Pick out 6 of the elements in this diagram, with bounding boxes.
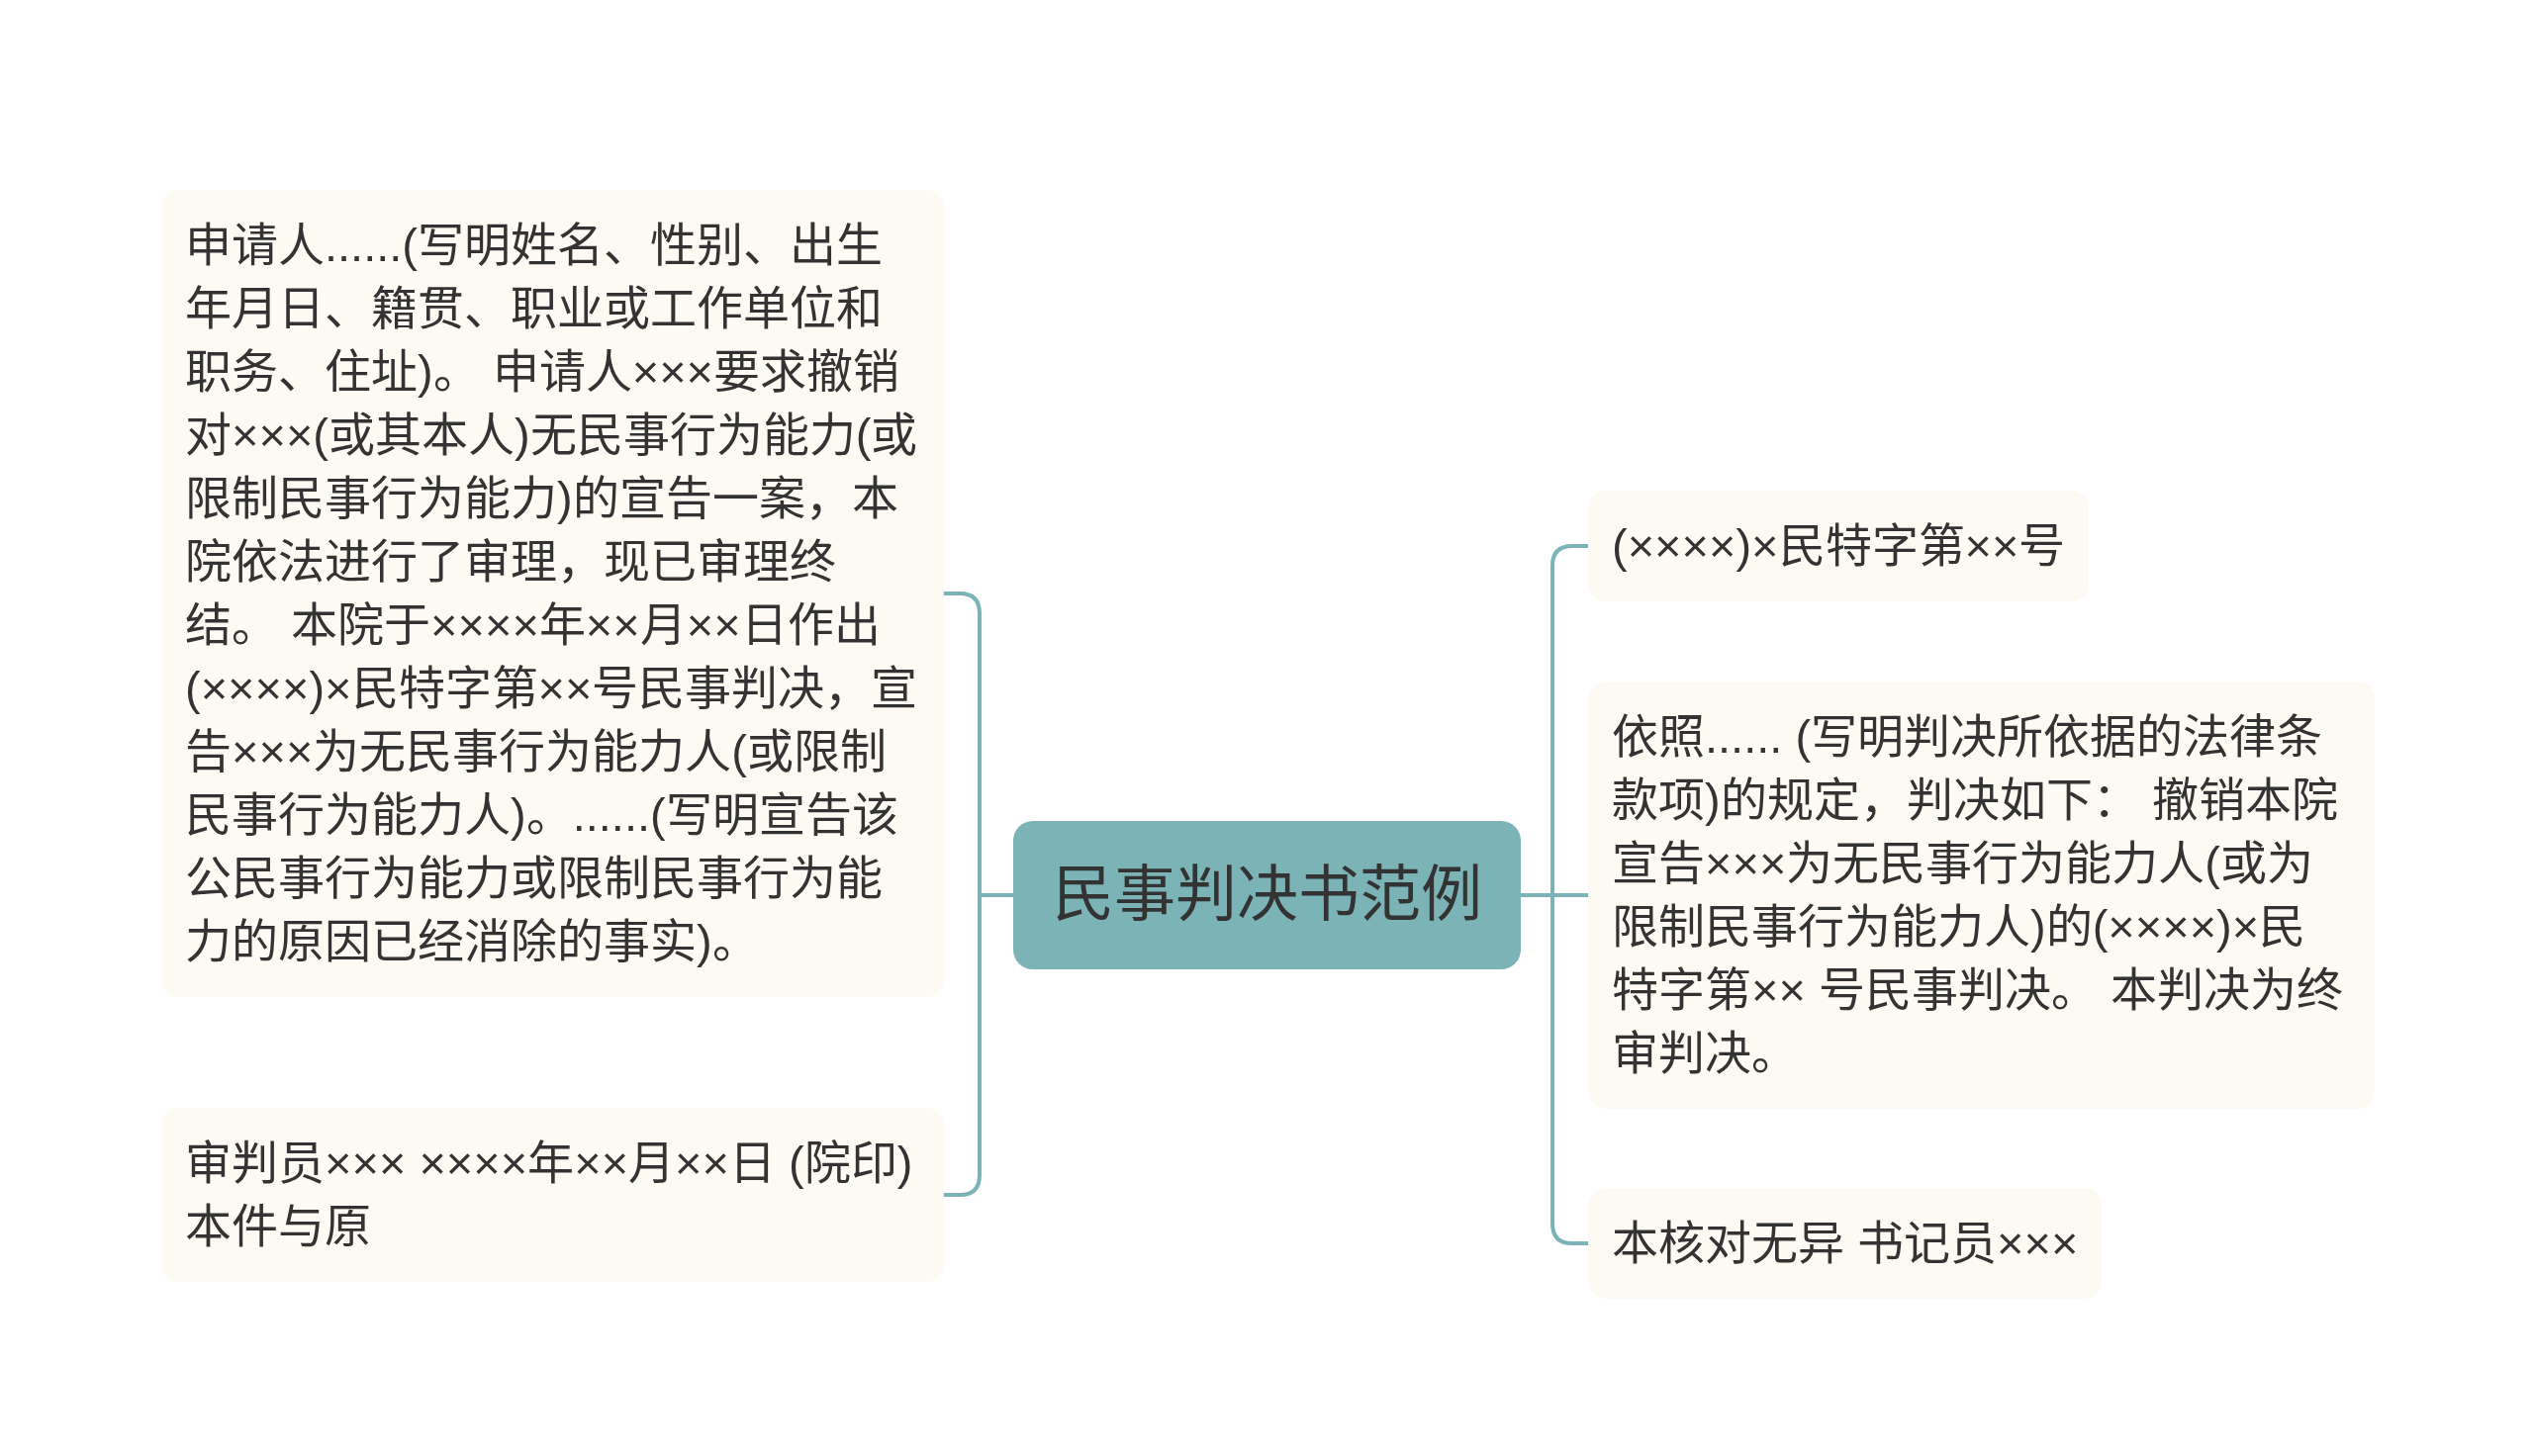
subtopic-card: 申请人......(写明姓名、性别、出生年月日、籍贯、职业或工作单位和职务、住址)。 申请人×××要求撤销对×××(或其本人)无民事行为能力(或限制民事行为能力)的宣告一案，本院依法进行了审理，现已审理终结。 本院于××××年××月××日作出(××××)×民特字第××号民事判决，宣告×××为无民事行为能力人(或限制民事行为能力人)。......(写明宣告该公民事行为能力或限制民事行为能力的原因已经消除的事实)。 [161,190,944,997]
central-topic-box: 民事判决书范例 [1013,821,1521,969]
subtopic-card: 依照...... (写明判决所依据的法律条款项)的规定，判决如下： 撤销本院宣告×××为无民事行为能力人(或为限制民事行为能力人)的(××××)×民特字第×× 号民事判决。 本判决为终审判决。 [1588,682,2375,1109]
subtopic-card: 审判员××× ××××年××月××日 (院印) 本件与原 [161,1108,944,1282]
subtopic-card: 本核对无异 书记员××× [1588,1188,2103,1299]
subtopic-card: (××××)×民特字第××号 [1588,491,2090,601]
